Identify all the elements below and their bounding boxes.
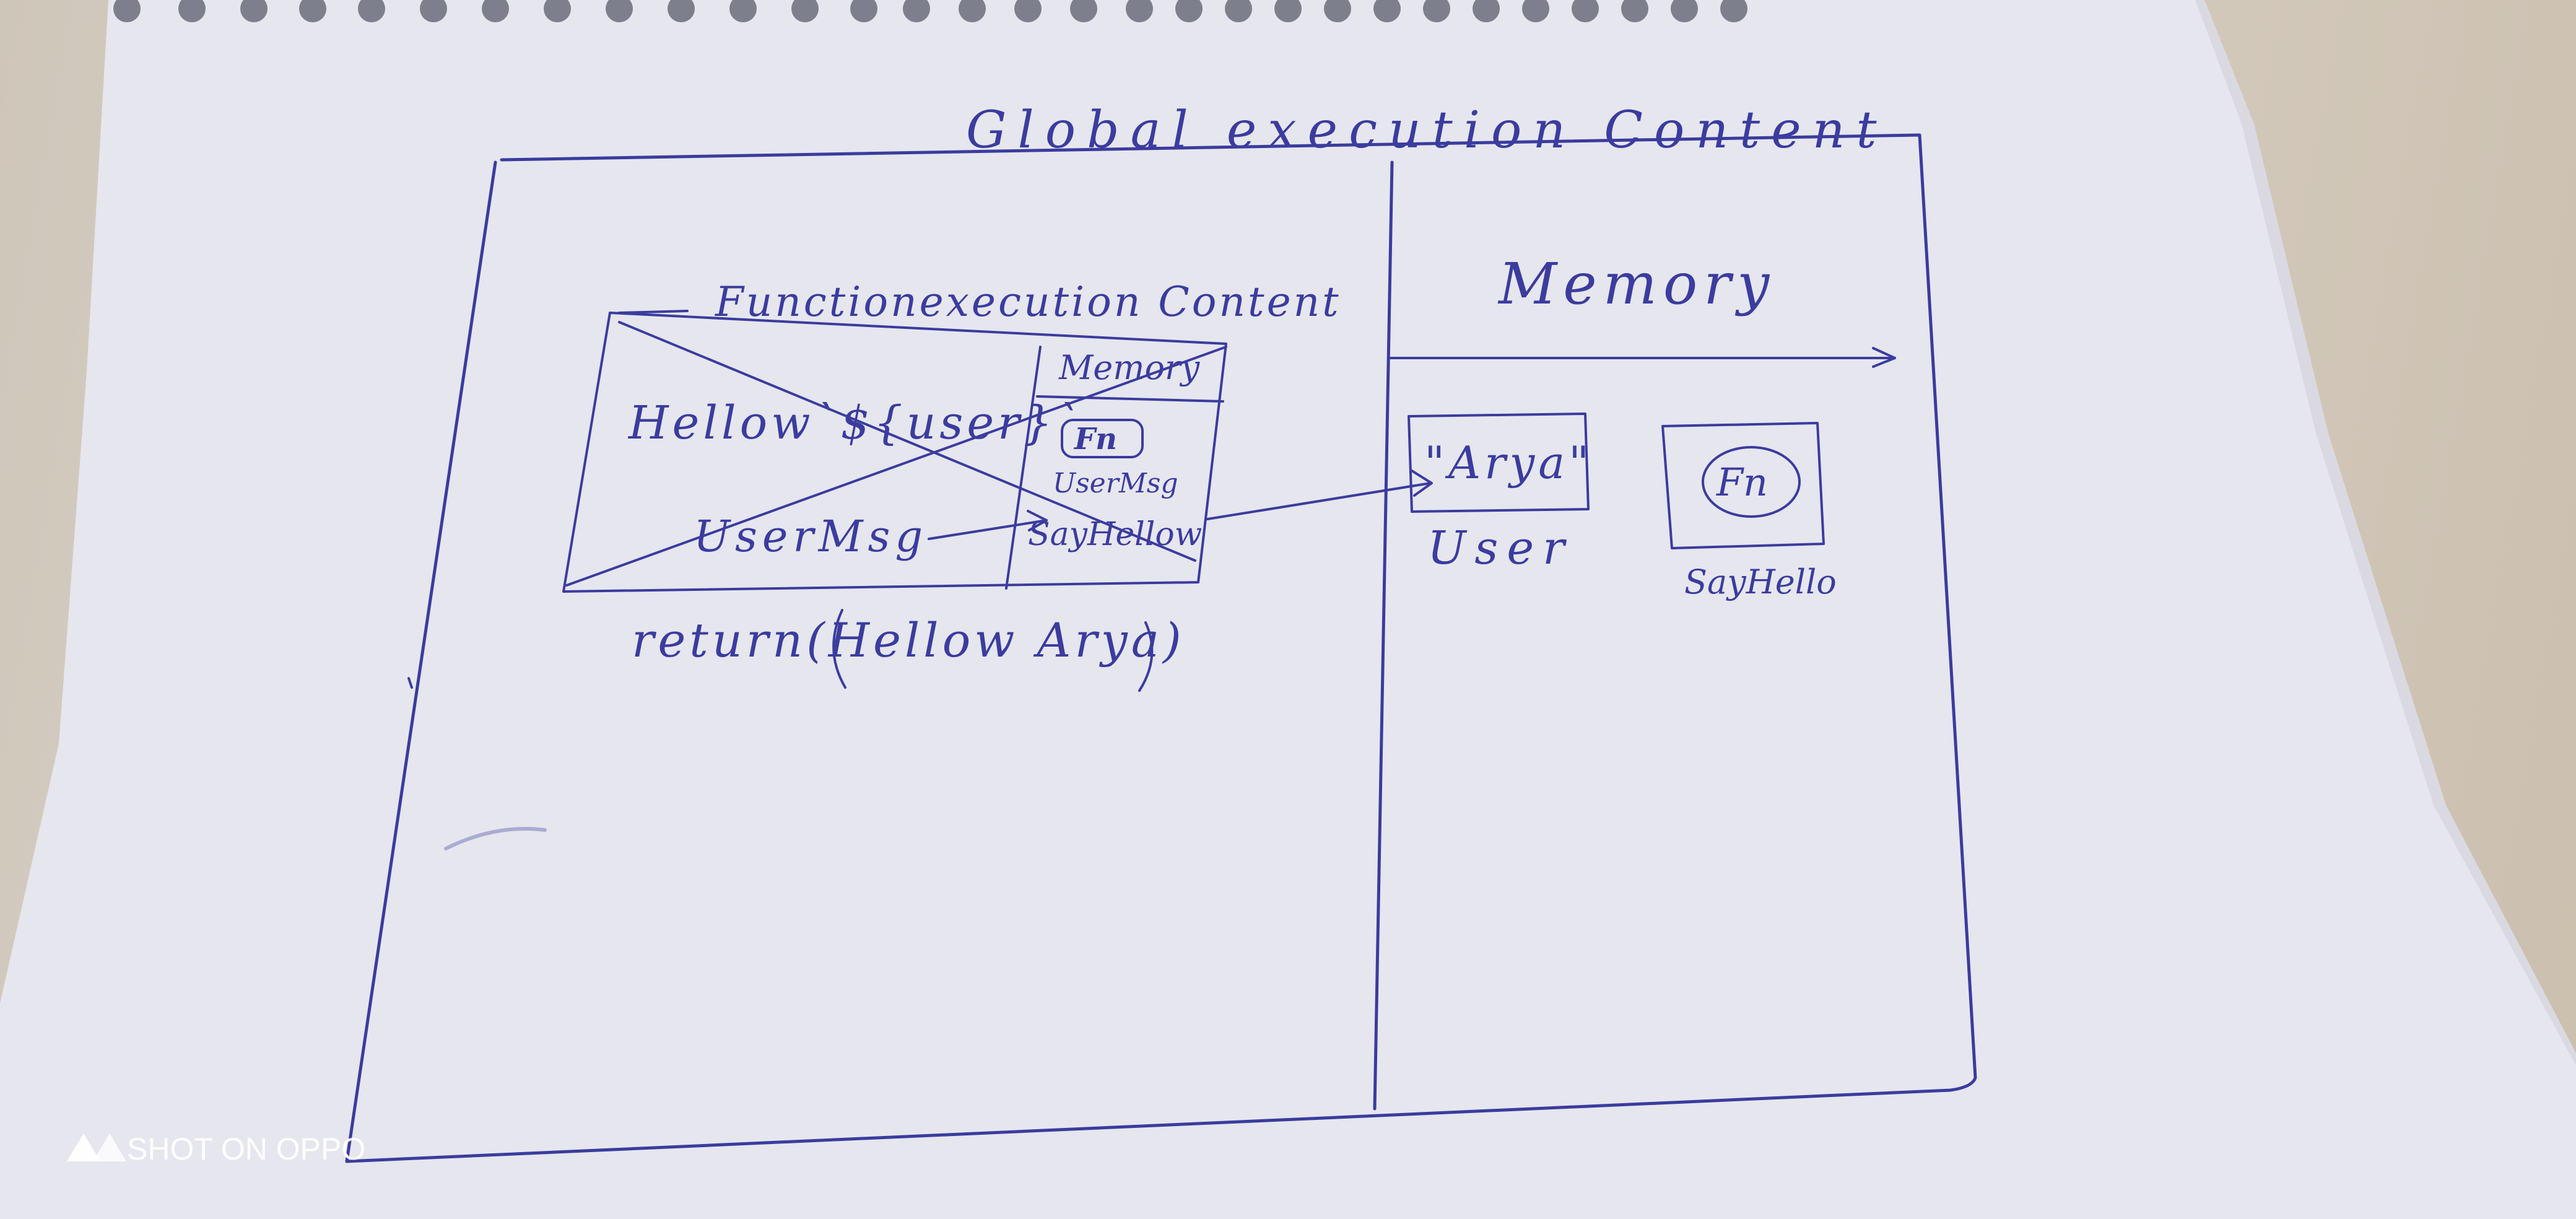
user-label: User (1427, 522, 1573, 575)
spiral-binding (113, 0, 1747, 22)
inner-fn-label: Fn (1073, 422, 1117, 457)
inner-user-msg: UserMsg (1053, 468, 1178, 499)
global-context-box (345, 133, 1977, 1163)
function-context-box (562, 310, 1227, 593)
global-context-title: Global execution Content (966, 101, 1887, 160)
usermsg-arrow (928, 519, 1048, 540)
say-hello-label: SayHello (1684, 562, 1837, 601)
return-text: return(Hellow Arya) (632, 613, 1185, 668)
inner-fn-box: Fn (1061, 419, 1144, 458)
user-msg-label: UserMsg (694, 511, 928, 562)
function-context-title: Functionexecution Content (715, 278, 1341, 326)
fn-label: Fn (1716, 460, 1768, 505)
inner-memory-column (1005, 346, 1042, 590)
ink-smudge (444, 827, 547, 850)
cross-out-line-2 (565, 346, 1227, 587)
memory-heading: Memory (1497, 251, 1775, 317)
inner-say-hello: SayHellow (1028, 516, 1202, 553)
watermark: SHOT ON OPPO (67, 1132, 365, 1166)
arrow-to-user-value (1206, 482, 1432, 520)
oppo-logo-icon (67, 1134, 126, 1161)
template-string-text: Hellow`${user}` (627, 396, 1083, 450)
memory-divider (1373, 160, 1394, 1111)
inner-memory-heading: Memory (1058, 348, 1201, 387)
cross-out-line-1 (618, 321, 1196, 562)
user-value-text: "Arya" (1424, 437, 1593, 489)
user-value-box: "Arya" (1408, 413, 1593, 513)
fn-circle (1702, 446, 1801, 518)
watermark-text: SHOT ON OPPO (127, 1132, 365, 1166)
fn-object-box: Fn (1661, 422, 1825, 549)
